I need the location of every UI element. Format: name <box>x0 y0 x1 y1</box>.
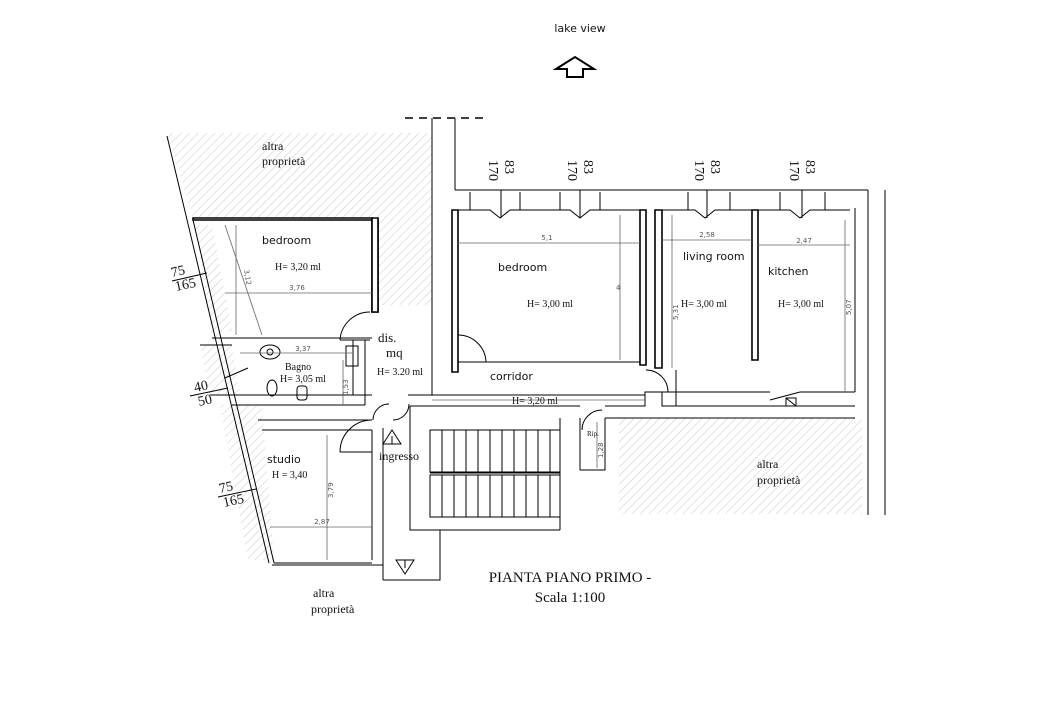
dim-bedroom-main-h: 4 <box>616 284 621 292</box>
window-mark-b: 170 <box>564 160 579 181</box>
room-height-dis: H= 3.20 ml <box>377 367 423 378</box>
neighbor-label: proprietà <box>311 602 355 616</box>
plan-scale: Scala 1:100 <box>535 590 605 606</box>
entry-arrow-icons <box>382 429 415 575</box>
window-marks-top: 83 170 83 170 83 170 83 170 <box>485 160 817 181</box>
room-name-ingresso: ingresso <box>379 449 419 463</box>
window-mark-a: 83 <box>501 160 516 174</box>
room-name-rip: Rip. <box>587 430 599 438</box>
neighbor-label: altra <box>757 457 779 471</box>
window-mark-b: 170 <box>485 160 500 181</box>
window-notches <box>469 190 826 219</box>
dimension-lines <box>224 215 850 560</box>
neighbor-label: proprietà <box>262 154 306 168</box>
room-height-living-room: H= 3,00 ml <box>681 299 727 310</box>
room-name-dis-1: dis. <box>378 330 396 345</box>
dim-living-w: 2,58 <box>699 231 715 239</box>
room-name-bagno: Bagno <box>285 362 311 373</box>
room-name-bedroom-left: bedroom <box>262 234 311 247</box>
dim-studio-h: 3,79 <box>327 482 335 498</box>
dim-bagno-h: 1,53 <box>342 379 350 395</box>
room-name-studio: studio <box>267 453 301 466</box>
dim-rip-h: 1,28 <box>597 442 605 458</box>
walls <box>166 117 886 581</box>
doors <box>339 311 801 453</box>
window-mark-a: 75 <box>218 479 235 497</box>
neighbor-hatching <box>167 133 862 560</box>
dim-living-h: 5,31 <box>672 304 680 320</box>
plan-title: PIANTA PIANO PRIMO - <box>489 570 652 586</box>
dim-studio-w: 2,87 <box>314 518 330 526</box>
neighbor-label: altra <box>313 586 335 600</box>
room-name-kitchen: kitchen <box>768 265 809 278</box>
room-name-living-room: living room <box>683 250 745 263</box>
window-mark-a: 83 <box>707 160 722 174</box>
staircase <box>429 429 561 518</box>
window-mark-a: 83 <box>802 160 817 174</box>
room-height-bedroom-left: H= 3,20 ml <box>275 262 321 273</box>
window-mark-b: 170 <box>786 160 801 181</box>
room-height-bagno: H= 3,05 ml <box>280 374 326 385</box>
window-mark-a: 83 <box>580 160 595 174</box>
room-name-bedroom-main: bedroom <box>498 261 547 274</box>
window-mark-a: 75 <box>170 263 187 281</box>
dim-bedroom-left-h: 3,12 <box>242 269 253 286</box>
room-height-bedroom-main: H= 3,00 ml <box>527 299 573 310</box>
orientation-label: lake view <box>554 22 605 35</box>
dim-kitchen-w: 2,47 <box>796 237 812 245</box>
window-mark-a: 40 <box>193 378 210 396</box>
window-mark-b: 170 <box>691 160 706 181</box>
bathroom-fixtures <box>259 344 359 401</box>
window-marks-left: 75 165 40 50 75 165 <box>170 263 257 511</box>
neighbor-label: proprietà <box>757 473 801 487</box>
neighbor-label: altra <box>262 139 284 153</box>
room-name-dis-2: mq <box>386 345 403 360</box>
window-mark-b: 50 <box>197 392 214 410</box>
room-name-corridor: corridor <box>490 370 533 383</box>
dim-bagno-w: 3,37 <box>295 345 311 353</box>
window-mark-b: 165 <box>174 276 198 295</box>
arrow-up-icon <box>552 55 598 78</box>
dim-kitchen-h: 5,07 <box>845 299 853 315</box>
room-height-studio: H = 3,40 <box>272 470 307 481</box>
window-mark-b: 165 <box>222 492 246 511</box>
room-height-corridor: H= 3,20 ml <box>512 396 558 407</box>
dim-bedroom-left-w: 3,76 <box>289 284 305 292</box>
dim-bedroom-main-w: 5,1 <box>541 234 552 242</box>
room-height-kitchen: H= 3,00 ml <box>778 299 824 310</box>
